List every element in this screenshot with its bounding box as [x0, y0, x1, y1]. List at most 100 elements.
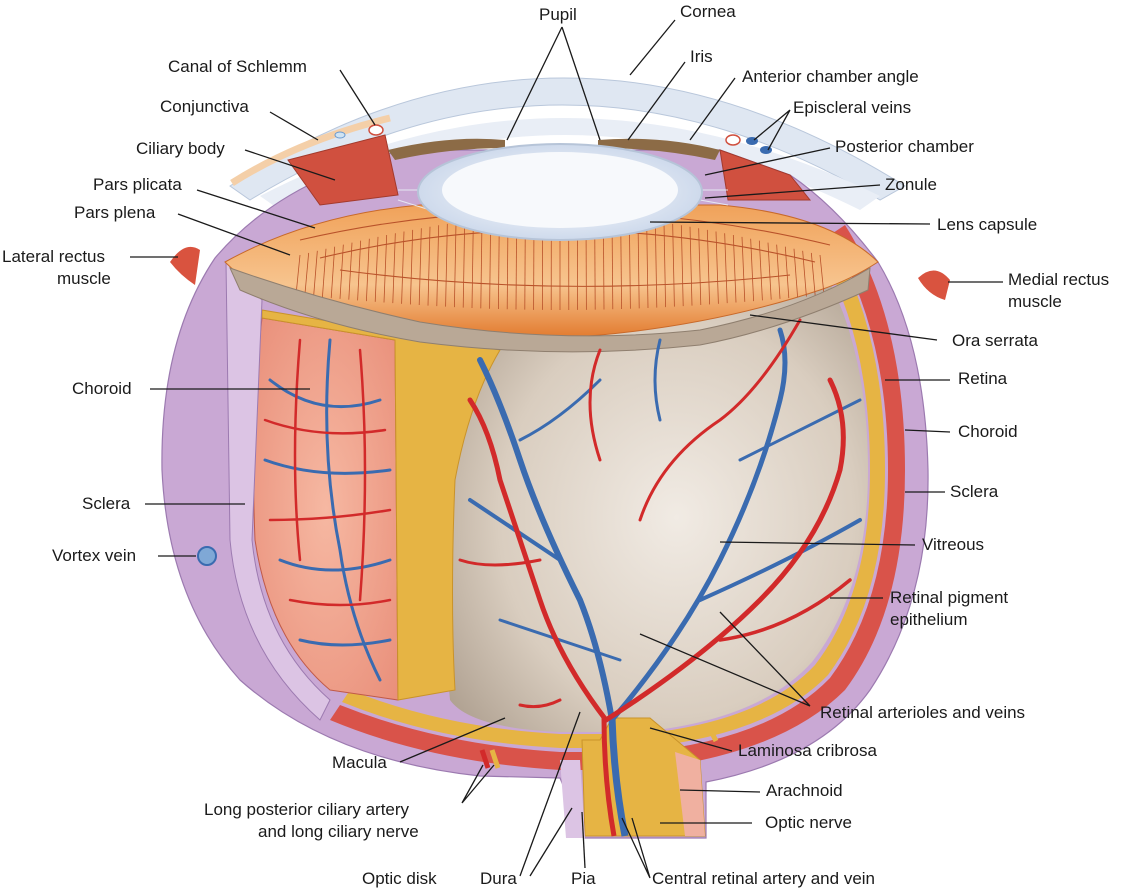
- ciliary-process-line: [732, 234, 737, 303]
- ciliary-process-line: [672, 223, 675, 307]
- label-pars-plena: Pars plena: [74, 203, 156, 222]
- iris-right: [598, 138, 720, 160]
- ciliary-process-line: [348, 242, 353, 300]
- conjunctiva: [230, 114, 391, 186]
- label-sclera-left: Sclera: [82, 494, 131, 513]
- ciliary-process-line: [689, 226, 693, 306]
- label-optic-nerve: Optic nerve: [765, 813, 852, 832]
- label-choroid-left: Choroid: [72, 379, 132, 398]
- ciliary-process-line: [330, 246, 336, 299]
- vortex-vein: [197, 546, 217, 566]
- label-optic-disk: Optic disk: [362, 869, 437, 888]
- ciliary-process-line: [802, 250, 807, 297]
- label-pars-plicata: Pars plicata: [93, 175, 182, 194]
- label-conjunctiva: Conjunctiva: [160, 97, 249, 116]
- arachnoid: [675, 752, 705, 836]
- ciliary-process-line: [427, 226, 431, 306]
- ciliary-process-line: [401, 231, 405, 304]
- ciliary-process-line: [410, 229, 414, 305]
- ciliary-process-line: [776, 244, 781, 299]
- ciliary-process-line: [436, 225, 440, 307]
- ciliary-process-line: [637, 219, 640, 309]
- label-choroid-right: Choroid: [958, 422, 1018, 441]
- ciliary-body-left: [287, 134, 399, 206]
- label-pia: Pia: [571, 869, 596, 888]
- label-central-retinal: Central retinal artery and vein: [652, 869, 875, 888]
- label-arachnoid: Arachnoid: [766, 781, 843, 800]
- ciliary-process-line: [480, 219, 483, 309]
- choroidal-vessels: [263, 338, 392, 682]
- ciliary-process-line: [374, 236, 379, 302]
- posterior-ciliary-vessel: [709, 731, 719, 743]
- ciliary-process-line: [758, 240, 763, 301]
- ciliary-process-line: [750, 238, 754, 302]
- ciliary-process-line: [646, 220, 649, 308]
- retinal-arteries: [458, 318, 852, 723]
- canal-of-schlemm: [368, 124, 384, 136]
- iris: [388, 138, 505, 160]
- long-ciliary-artery: [479, 749, 491, 769]
- ciliary-process-line: [418, 228, 422, 306]
- label-long-ciliary: Long posterior ciliary artery: [204, 800, 410, 819]
- ciliary-process-line: [724, 233, 728, 304]
- central-retinal-vein: [608, 717, 629, 837]
- anterior-chamber: [260, 118, 880, 210]
- label-lateral-rectus-muscle: muscle: [57, 269, 111, 288]
- ciliary-process-line: [392, 233, 396, 304]
- ciliary-process-line: [810, 252, 816, 296]
- label-retina: Retina: [958, 369, 1008, 388]
- label-laminosa-cribrosa: Laminosa cribrosa: [738, 741, 877, 760]
- ciliary-process-line: [680, 225, 684, 307]
- ciliary-process-line: [663, 222, 666, 308]
- label-long-ciliary-2: and long ciliary nerve: [258, 822, 419, 841]
- label-zonule: Zonule: [885, 175, 937, 194]
- label-iris: Iris: [690, 47, 713, 66]
- ciliary-process-line: [741, 236, 746, 302]
- medial-rectus-muscle: [918, 270, 950, 300]
- label-lateral-rectus: Lateral rectus: [2, 247, 105, 266]
- label-ciliary-body: Ciliary body: [136, 139, 225, 158]
- retinal-veins: [468, 327, 862, 723]
- ciliary-process-line: [357, 240, 362, 301]
- ciliary-process-line: [698, 228, 702, 306]
- vitreous: [443, 255, 868, 732]
- label-medial-rectus-muscle: muscle: [1008, 292, 1062, 311]
- ciliary-process-line: [304, 252, 310, 296]
- cornea: [229, 77, 906, 201]
- label-dura: Dura: [480, 869, 517, 888]
- ciliary-process-line: [462, 221, 466, 308]
- label-cornea: Cornea: [680, 2, 736, 21]
- sclera-cut-edge: [225, 260, 331, 721]
- anterior-angle-vessel: [725, 134, 741, 146]
- ciliary-body-right: [719, 149, 812, 201]
- label-rpe-2: epithelium: [890, 610, 968, 629]
- label-retinal-arterioles-veins: Retinal arterioles and veins: [820, 703, 1025, 722]
- label-ora-serrata: Ora serrata: [952, 331, 1039, 350]
- conjunctiva-vessel: [334, 131, 346, 139]
- label-vitreous: Vitreous: [922, 535, 984, 554]
- label-canal-of-schlemm: Canal of Schlemm: [168, 57, 307, 76]
- label-posterior-chamber: Posterior chamber: [835, 137, 974, 156]
- ora-serrata: [229, 267, 871, 353]
- ciliary-process-line: [339, 244, 344, 299]
- label-pupil: Pupil: [539, 5, 577, 24]
- ciliary-process-line: [793, 248, 798, 298]
- ciliary-process-line: [654, 221, 658, 308]
- ciliary-process-line: [295, 254, 301, 296]
- ciliary-process-line: [313, 250, 318, 297]
- ciliary-process-line: [706, 229, 710, 305]
- label-vortex-vein: Vortex vein: [52, 546, 136, 565]
- label-sclera-right: Sclera: [950, 482, 999, 501]
- label-lens-capsule: Lens capsule: [937, 215, 1037, 234]
- label-medial-rectus: Medial rectus: [1008, 270, 1109, 289]
- central-retinal-artery: [601, 717, 617, 837]
- long-ciliary-nerve: [489, 749, 501, 769]
- ciliary-process-line: [471, 220, 474, 308]
- leader-lines: [130, 19, 1003, 879]
- ciliary-process-line: [366, 238, 370, 302]
- ciliary-process-line: [322, 248, 327, 298]
- ciliary-process-line: [819, 254, 825, 296]
- ciliary-process-line: [445, 223, 448, 307]
